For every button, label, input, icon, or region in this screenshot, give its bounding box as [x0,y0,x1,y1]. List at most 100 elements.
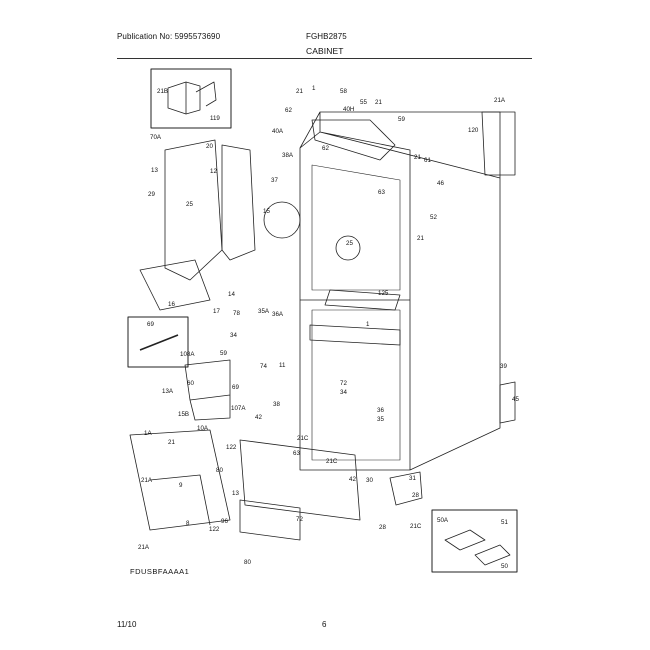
callout-31: 31 [409,475,416,482]
callout-13: 13 [151,167,158,174]
callout-28: 28 [412,492,419,499]
callout-34: 34 [340,389,347,396]
callout-70a: 70A [150,134,162,141]
callout-119: 119 [210,115,220,122]
callout-78: 78 [233,310,240,317]
figure-code: FDUSBFAAAA1 [130,567,190,576]
callout-122: 122 [226,444,237,451]
callout-58: 58 [340,88,347,95]
callout-36: 36 [377,407,384,414]
tube-part [139,334,179,351]
callout-20: 20 [206,143,213,150]
callout-25: 25 [186,201,193,208]
header-rule [117,58,532,59]
callout-15: 15 [263,208,270,215]
callout-37: 37 [271,177,278,184]
model-number: FGHB2875 [306,32,347,41]
callout-21: 21 [375,99,382,106]
callout-59: 59 [220,350,227,357]
footer-date: 11/10 [117,620,137,629]
callout-125: 125 [378,290,389,297]
callout-80: 80 [244,559,251,566]
callout-30: 30 [366,477,373,484]
callout-13a: 13A [162,388,174,395]
callout-21: 21 [296,88,303,95]
callout-29: 29 [148,191,155,198]
callout-63: 63 [378,189,385,196]
callout-55: 55 [360,99,367,106]
callout-51: 51 [501,519,508,526]
callout-59: 59 [398,116,405,123]
side-panel-back [221,144,256,261]
callout-21: 21 [417,235,424,242]
detail-circle-15 [263,201,301,239]
callout-9: 9 [179,482,183,489]
inset-box-hinge [150,68,232,129]
callout-21c: 21C [410,523,422,530]
callout-14: 14 [228,291,235,298]
section-title: CABINET [306,46,344,56]
callout-60: 60 [187,380,194,387]
callout-38a: 38A [282,152,294,159]
inset-box-tube [127,316,189,368]
callout-21a: 21A [494,97,506,104]
callout-13: 13 [232,490,239,497]
callout-40h: 40H [343,106,354,113]
callout-69: 69 [232,384,239,391]
callout-10a: 10A [197,425,209,432]
callout-21b: 21B [157,88,168,95]
control-housing [184,359,231,421]
callout-40a: 40A [272,128,284,135]
callout-16: 16 [168,301,175,308]
callout-80: 80 [216,467,223,474]
callout-35a: 35A [258,308,270,315]
grille [239,499,301,541]
mullion [309,324,401,346]
callout-1: 1 [312,85,316,92]
cabinet-outline [299,111,501,471]
callout-96: 96 [221,518,228,525]
callout-11: 11 [279,362,286,369]
callout-28: 28 [379,524,386,531]
leveling-parts [444,529,511,566]
callout-74: 74 [260,363,267,370]
callout-21a: 21A [138,544,150,551]
callout-62: 62 [322,145,329,152]
detail-circle-25 [335,235,361,261]
callout-62: 62 [285,107,292,114]
callout-15b: 15B [178,411,189,418]
callout-122: 122 [209,526,220,533]
callout-1a: 1A [144,430,152,437]
callout-46: 46 [437,180,444,187]
callout-72: 72 [296,516,303,523]
callout-42: 42 [255,414,262,421]
hinge-part [167,81,217,115]
callout-1: 1 [366,321,370,328]
inset-box-leveling [431,509,518,573]
callout-120: 120 [468,127,479,134]
callout-8: 8 [186,520,190,527]
roller-bracket [389,471,423,506]
callout-50: 50 [501,563,508,570]
callout-21: 21 [414,154,421,161]
side-cover [499,381,516,424]
page-number: 6 [322,620,327,629]
callout-21: 21 [168,439,175,446]
callout-21c: 21C [326,458,338,465]
callout-45: 45 [512,396,519,403]
callout-61: 61 [424,157,431,164]
callout-39: 39 [500,363,507,370]
callout-35: 35 [377,416,384,423]
callout-107a: 107A [231,405,246,412]
bottom-bracket [139,259,211,311]
publication-number: Publication No: 5995573690 [117,32,221,41]
callout-69: 69 [147,321,154,328]
callout-21a: 21A [141,477,153,484]
callout-17: 17 [213,308,220,315]
base-rail [239,439,361,521]
callout-42: 42 [349,476,356,483]
callout-52: 52 [430,214,437,221]
side-panel-left [164,139,223,281]
callout-21c: 21C [297,435,309,442]
